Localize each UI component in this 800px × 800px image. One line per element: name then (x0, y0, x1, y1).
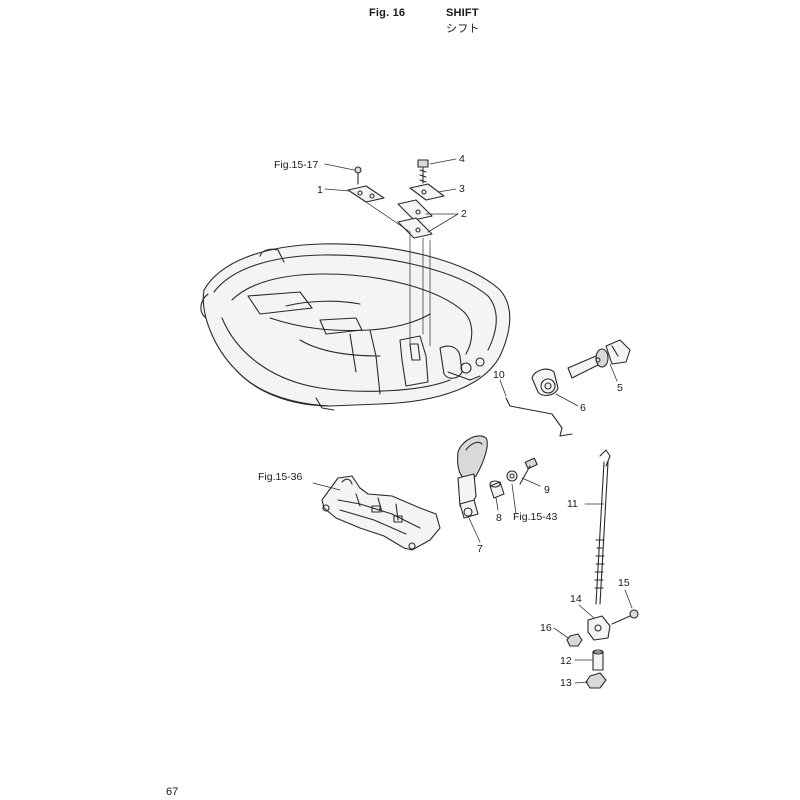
callout-8: 8 (496, 512, 502, 524)
part-14-joint (587, 615, 611, 641)
part-2-plates (397, 199, 433, 239)
callout-2: 2 (461, 208, 467, 220)
callout-4: 4 (459, 153, 465, 165)
part-1-plate (347, 185, 385, 203)
part-3-plate (409, 183, 445, 201)
figure-number: Fig. 16 (369, 7, 406, 19)
fig-15-17-screw (354, 166, 362, 185)
callout-11: 11 (567, 498, 578, 510)
ref-fig-15-43: Fig.15-43 (513, 511, 558, 523)
part-6-cam (531, 368, 559, 397)
part-13-nut (585, 672, 607, 689)
callout-5: 5 (617, 382, 623, 394)
part-4-bolt (417, 159, 429, 184)
callout-13: 13 (560, 677, 572, 689)
callout-3: 3 (459, 183, 465, 195)
part-12-collar (592, 649, 604, 671)
part-16-nut (566, 633, 583, 647)
figure-title: SHIFT (446, 7, 479, 19)
callout-9: 9 (544, 484, 550, 496)
part-7-shift-handle (457, 435, 488, 519)
callout-1: 1 (317, 184, 323, 196)
fig-15-36-bracket (321, 475, 441, 551)
part-11-shift-rod (594, 449, 611, 605)
callout-12: 12 (560, 655, 572, 667)
ref-fig-15-17: Fig.15-17 (274, 159, 319, 171)
part-15-screw (611, 609, 639, 625)
bottom-cowling (200, 243, 511, 411)
callout-15: 15 (618, 577, 630, 589)
callout-16: 16 (540, 622, 552, 634)
figure-title-japanese: シフト (446, 23, 480, 35)
callout-7: 7 (477, 543, 483, 555)
part-5-shift-lever (567, 339, 631, 379)
part-10-rod (505, 397, 573, 437)
page-number: 67 (166, 786, 179, 798)
part-8-collar (489, 480, 505, 499)
callout-6: 6 (580, 402, 586, 414)
callout-14: 14 (570, 593, 582, 605)
ref-fig-15-36: Fig.15-36 (258, 471, 303, 483)
callout-10: 10 (493, 369, 505, 381)
part-9-bolt (506, 457, 538, 485)
